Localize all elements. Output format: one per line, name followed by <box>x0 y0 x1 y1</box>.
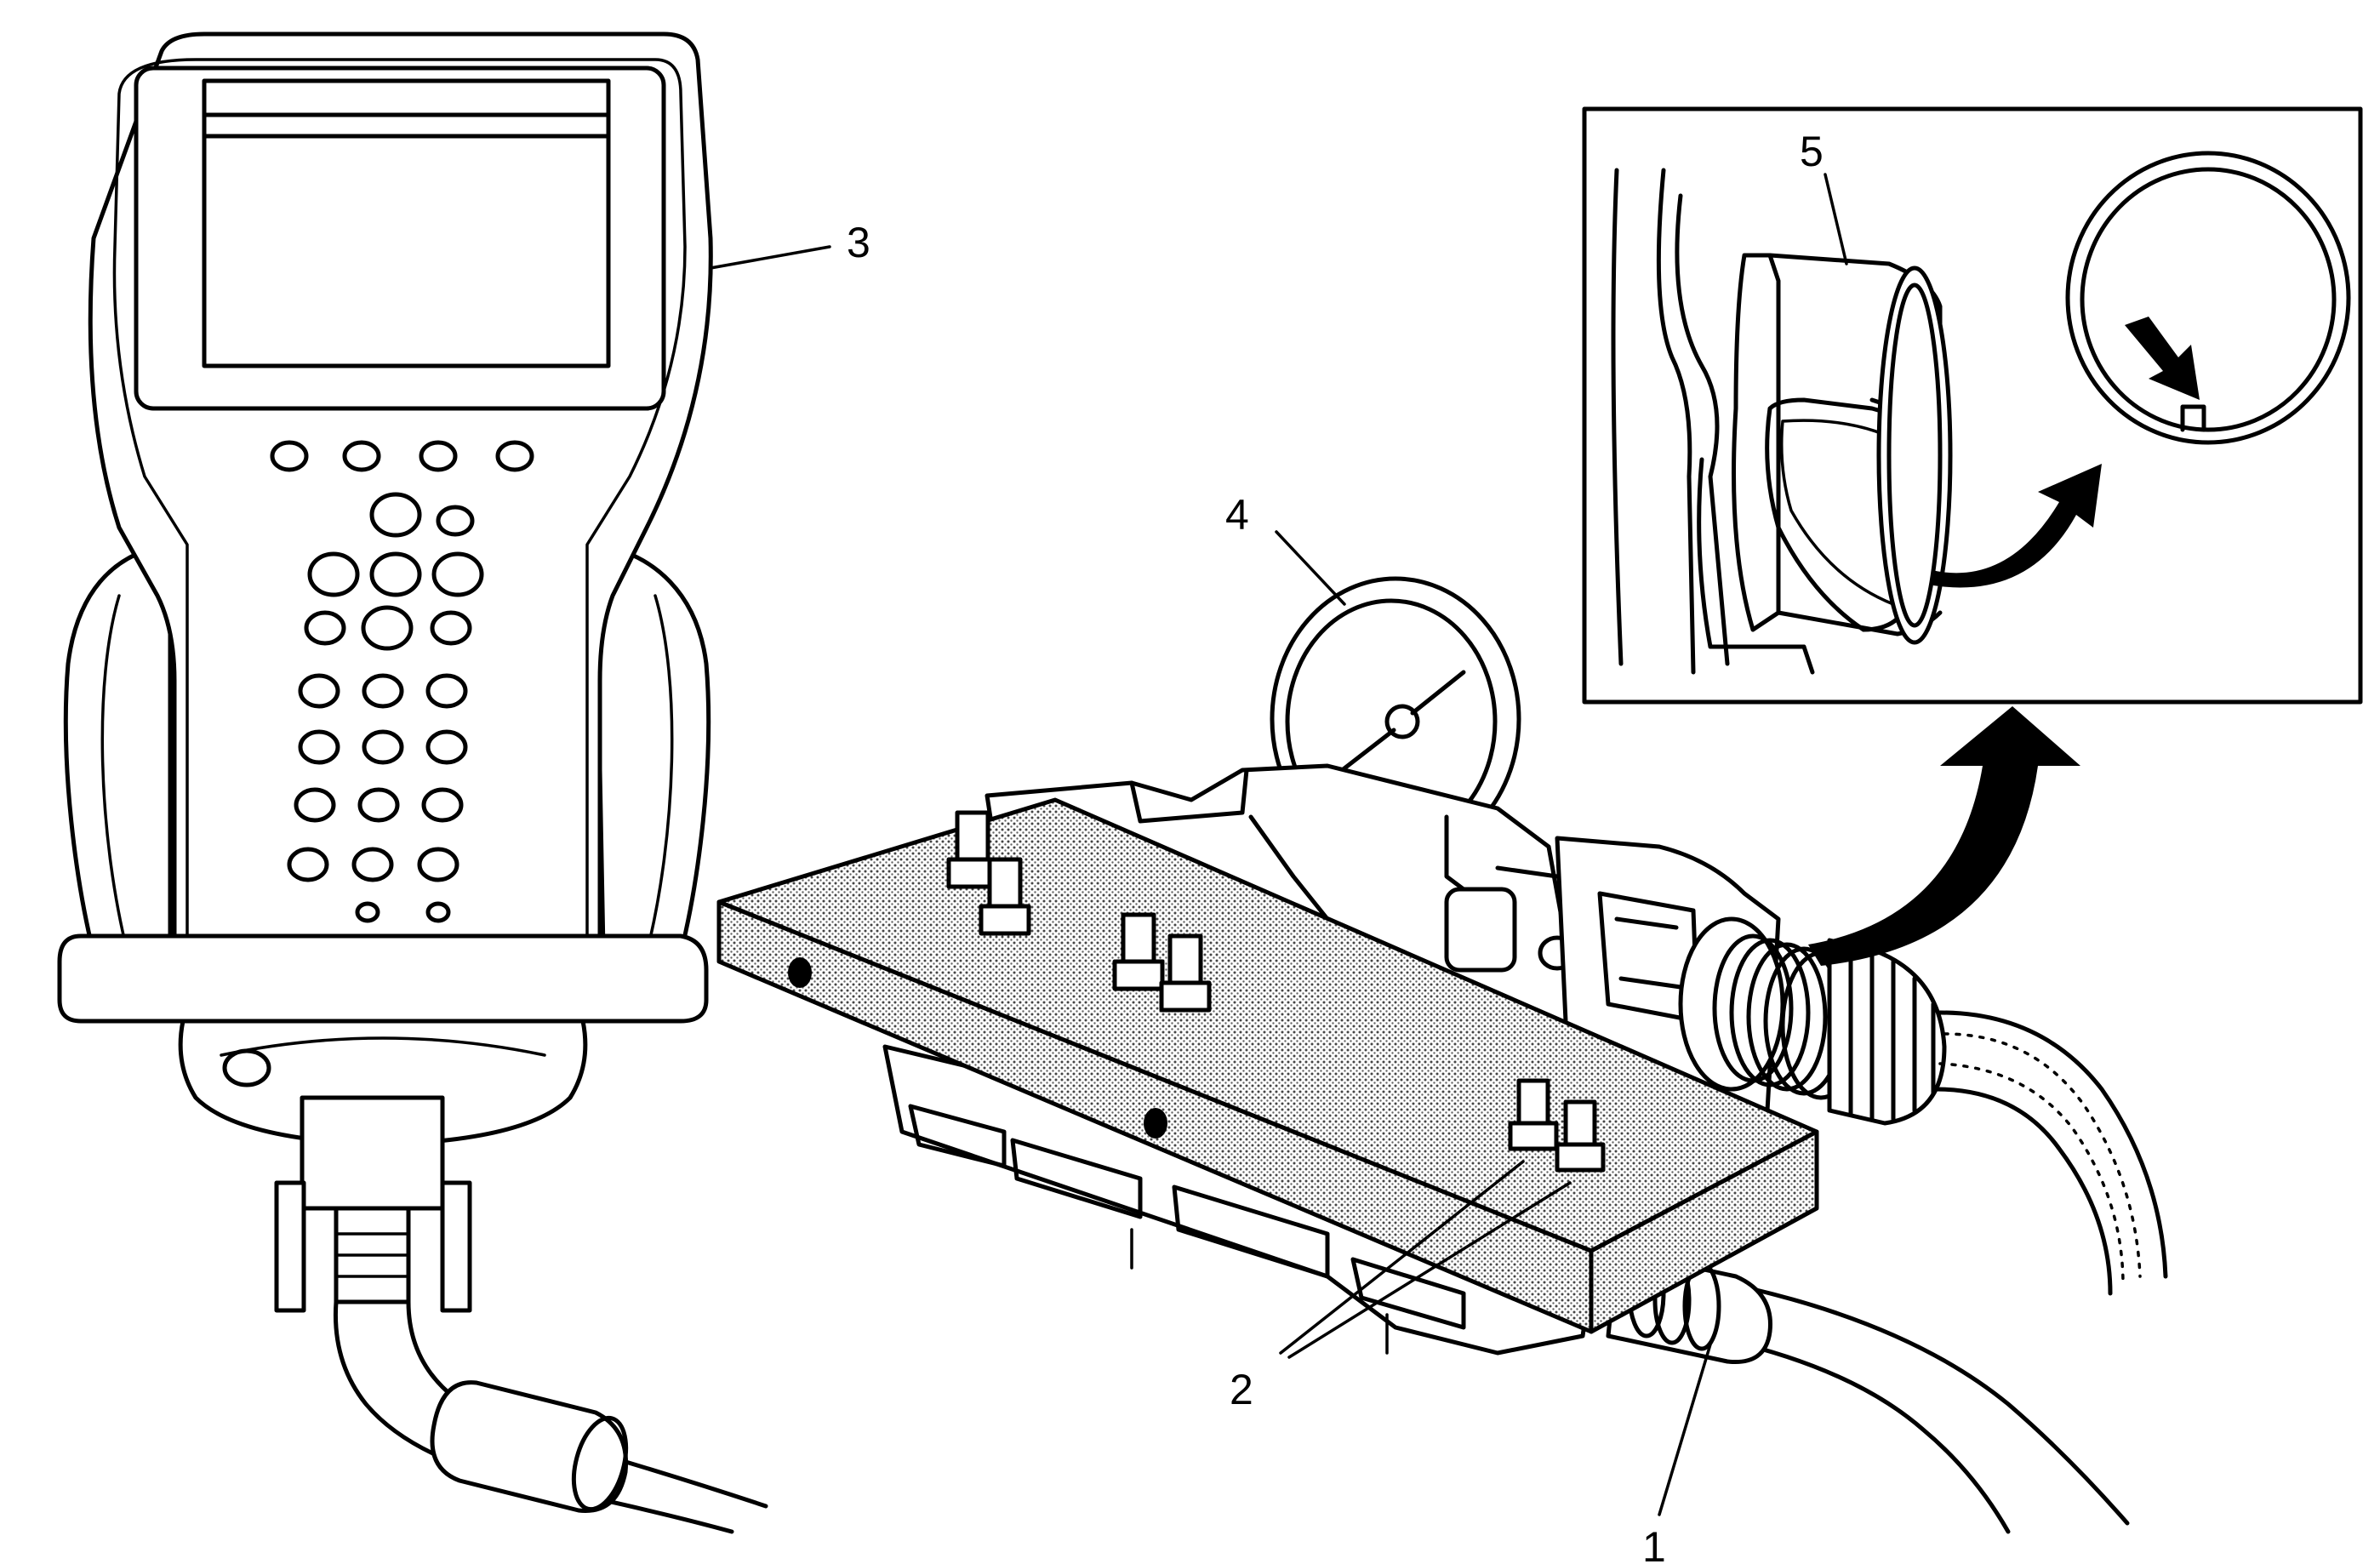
test-block-end <box>1589 1129 1819 1334</box>
scan-tool-keypad <box>270 440 534 969</box>
connector-seal <box>1732 253 1781 632</box>
test-block-port-left <box>788 957 812 988</box>
scan-tool-strap <box>57 933 709 1024</box>
callout-2: 2 <box>1230 1160 1572 1413</box>
fitting-e <box>1508 1078 1559 1151</box>
alignment-tab-arrow <box>2125 317 2200 400</box>
scan-tool-screen-bezel <box>134 66 666 411</box>
test-block-port-center <box>1144 1108 1167 1139</box>
fitting-c <box>1112 912 1165 991</box>
harness-connector <box>1678 916 2168 1296</box>
callouts: 1 2 3 4 5 <box>709 128 1848 1564</box>
fitting-b <box>979 857 1031 936</box>
fitting-f <box>1555 1099 1606 1173</box>
svg-text:4: 4 <box>1225 491 1249 539</box>
inset-frame <box>1582 106 2363 705</box>
corrugated-conduit <box>1938 1010 2168 1279</box>
svg-text:1: 1 <box>1642 1523 1666 1564</box>
svg-text:3: 3 <box>847 219 870 266</box>
inset-curved-arrow <box>1932 464 2102 588</box>
scan-tool-boot-left <box>63 542 173 1001</box>
magnified-view <box>2065 151 2351 445</box>
callout-3: 3 <box>709 219 870 270</box>
svg-text:2: 2 <box>1230 1366 1253 1413</box>
ferrite-bead <box>430 1380 629 1513</box>
svg-text:5: 5 <box>1800 128 1824 175</box>
alignment-tab <box>2180 404 2206 432</box>
connector-face <box>1876 265 1953 645</box>
test-fittings <box>946 810 1606 1173</box>
callout-5: 5 <box>1800 128 1848 265</box>
scan-tool-display <box>202 78 611 368</box>
hose-assembly <box>1606 1248 2130 1534</box>
callout-4: 4 <box>1225 491 1346 606</box>
detail-inset <box>1582 106 2363 705</box>
dlc-connector <box>300 1095 445 1211</box>
scan-tool <box>57 31 768 1534</box>
fitting-d <box>1159 933 1212 1013</box>
detail-arrow <box>1808 706 2080 966</box>
callout-1: 1 <box>1642 1343 1712 1564</box>
